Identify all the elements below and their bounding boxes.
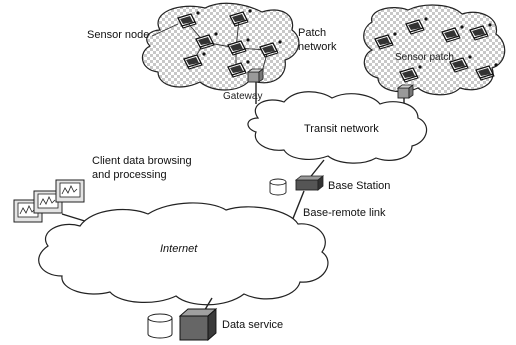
label-sensor-node: Sensor node — [87, 29, 149, 41]
monitor-icon — [13, 179, 85, 223]
label-gateway: Gateway — [223, 91, 262, 102]
internet-cloud — [38, 202, 329, 306]
server-cube-icon — [178, 308, 218, 341]
label-patch-network-line1: Patch — [298, 27, 326, 39]
database-cylinder-icon — [147, 313, 173, 339]
base-station-icon — [294, 175, 325, 191]
label-base-remote-link: Base-remote link — [303, 207, 386, 219]
label-sensor-patch: Sensor patch — [395, 52, 454, 63]
transit-network-cloud — [247, 91, 428, 164]
label-base-station: Base Station — [328, 180, 390, 192]
database-cylinder-icon — [269, 178, 287, 196]
label-internet: Internet — [160, 243, 198, 255]
label-client-line1: Client data browsing — [92, 155, 192, 167]
gateway-box-icon — [246, 68, 265, 83]
gateway-box-icon — [396, 84, 415, 99]
label-patch-network-line2: network — [298, 41, 337, 53]
label-data-service: Data service — [222, 319, 283, 331]
patch-network-right — [363, 4, 506, 96]
label-transit-network: Transit network — [304, 123, 379, 135]
label-client-line2: and processing — [92, 169, 167, 181]
